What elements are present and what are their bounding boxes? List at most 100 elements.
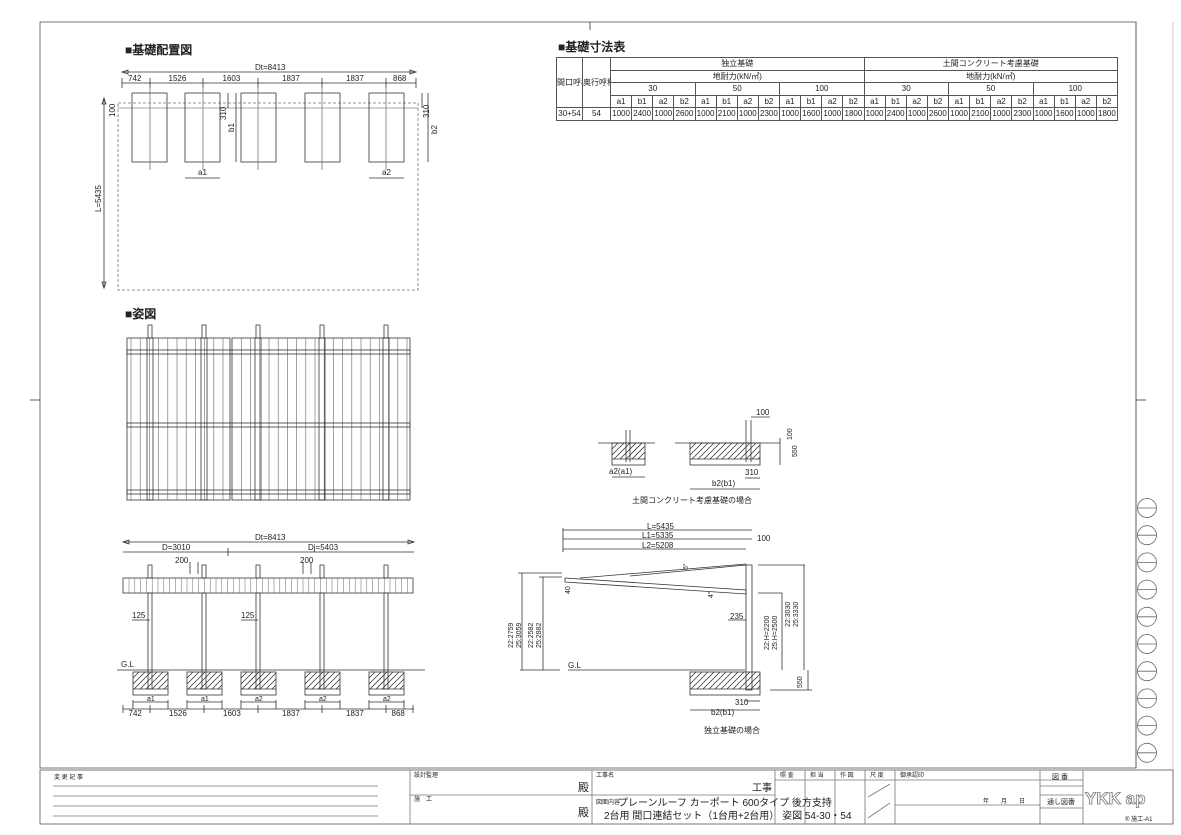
plan-span-dim: 1837 [346,74,364,83]
hatch-line [732,671,751,690]
hatch-line [744,673,761,690]
hatch-line [720,671,739,690]
project-suffix: 工事 [752,781,772,794]
hatch-line [151,672,169,690]
side-h-outer-22: 22:2759 [508,623,515,648]
front-span-dim: 742 [129,709,143,718]
subcol-header: b2 [757,94,781,108]
hatch-line [375,671,394,690]
plan-footing [131,92,168,163]
roof-post [146,337,154,501]
soil-footing-small [611,442,646,466]
table-cell: 2300 [1011,107,1034,121]
plan-span-dim: 868 [393,74,407,83]
front-d-dim: D=3010 [162,543,191,552]
hatch-line [381,671,400,690]
subcol-header: b1 [631,94,654,108]
side-angle-bottom: 4° [707,591,715,598]
hatch-line [709,442,727,460]
table-cell: 1000 [905,107,928,121]
subcol-header: a2 [736,94,759,108]
hatch-line [265,678,277,690]
hatch-line [368,671,376,679]
load-header: 100 [1032,82,1118,96]
sheet-frame [30,21,1174,825]
table-cell: 1000 [1074,107,1097,121]
hatch-line [139,671,158,690]
subcol-header: b1 [800,94,823,108]
hatch-line [702,671,721,690]
soil-310: 310 [745,468,759,477]
post-cap [319,324,325,339]
side-footing [689,671,761,696]
plan-310-left: 310 [219,106,228,120]
table-cell: 2600 [673,107,696,121]
subcol-header: a1 [778,94,802,108]
hatch-line [721,442,739,460]
draw-label: 作 図 [840,771,854,779]
front-span-dim: 1837 [346,709,364,718]
plan-310-right: 310 [422,104,431,118]
hatch-line [132,671,140,679]
hatch-line [745,444,761,460]
hatch-line [133,671,152,690]
front-dt-dim: Dt=8413 [255,533,286,542]
table-cell: 1800 [1095,107,1119,121]
load-header: 30 [863,82,949,96]
side-brace [629,564,747,577]
plan-span-dim: 1837 [282,74,300,83]
hatch-line [733,442,751,460]
honorific-2: 殿 [578,806,589,819]
front-125-dim-2: 125 [241,611,255,620]
subcol-header: b2 [673,94,696,108]
elevation-view: ■姿図 [125,306,411,501]
hatch-line [247,671,266,690]
hatch-line [369,671,388,690]
hatch-line [317,671,336,690]
table-cell: 2600 [926,107,950,121]
hatch-line [611,442,619,450]
subcol-header: a2 [652,94,675,108]
load-header: 50 [948,82,1034,96]
front-200-dim-1: 200 [175,556,189,565]
hatch-line [689,671,703,685]
hatch-line [329,678,341,690]
side-top-22: 22:3030 [785,602,792,627]
front-125-dim-1: 125 [132,611,146,620]
side-40: 40 [565,586,572,594]
side-top-25: 25:3330 [793,602,800,627]
design-supervision-label: 設計監理 [414,771,438,779]
hatch-line [186,671,194,679]
title-block-text: 変 更 記 事 設計監理 施 工 殿 殿 工事名 工事 図面内容 プレーンルーフ… [54,771,1153,823]
approval-label: 御承認印 [900,771,924,779]
hatch-line [311,671,330,690]
construction-label: 施 工 [414,795,432,803]
hatch-line [259,672,277,690]
subcol-header: b2 [1095,94,1119,108]
check-label: 照 査 [780,771,794,779]
soil-b-label: b2(b1) [712,479,735,488]
hatch-line [211,678,223,690]
soil-detail-geometry [598,416,781,490]
plan-span-dim: 1603 [223,74,241,83]
side-L: L=5435 [647,522,674,531]
front-post-cap [319,564,325,579]
hatch-line [727,442,745,460]
subcol-header: b1 [884,94,907,108]
load-header: 50 [694,82,780,96]
drawing-content-line-2: 2台用 間口連結セット（1台用+2台用） 姿図 54-30・54 [604,809,852,822]
foundation-dimension-table: 間口呼称奥行呼称独立基礎土間コンクリート考慮基礎地耐力(kN/㎡)地耐力(kN/… [556,57,1119,121]
table-cell: 1000 [1032,107,1055,121]
subcol-header: a1 [694,94,717,108]
subcol-header: a1 [947,94,971,108]
date-label: 年 月 日 [983,797,1025,805]
hatch-line [689,442,697,450]
hatch-line [697,442,715,460]
side-b-label: b2(b1) [711,708,734,717]
soil-concrete-detail: 100 100 550 310 a2(a1) b2(b1) 土間コンクリート考慮… [598,408,799,505]
hatch-line [157,678,169,690]
